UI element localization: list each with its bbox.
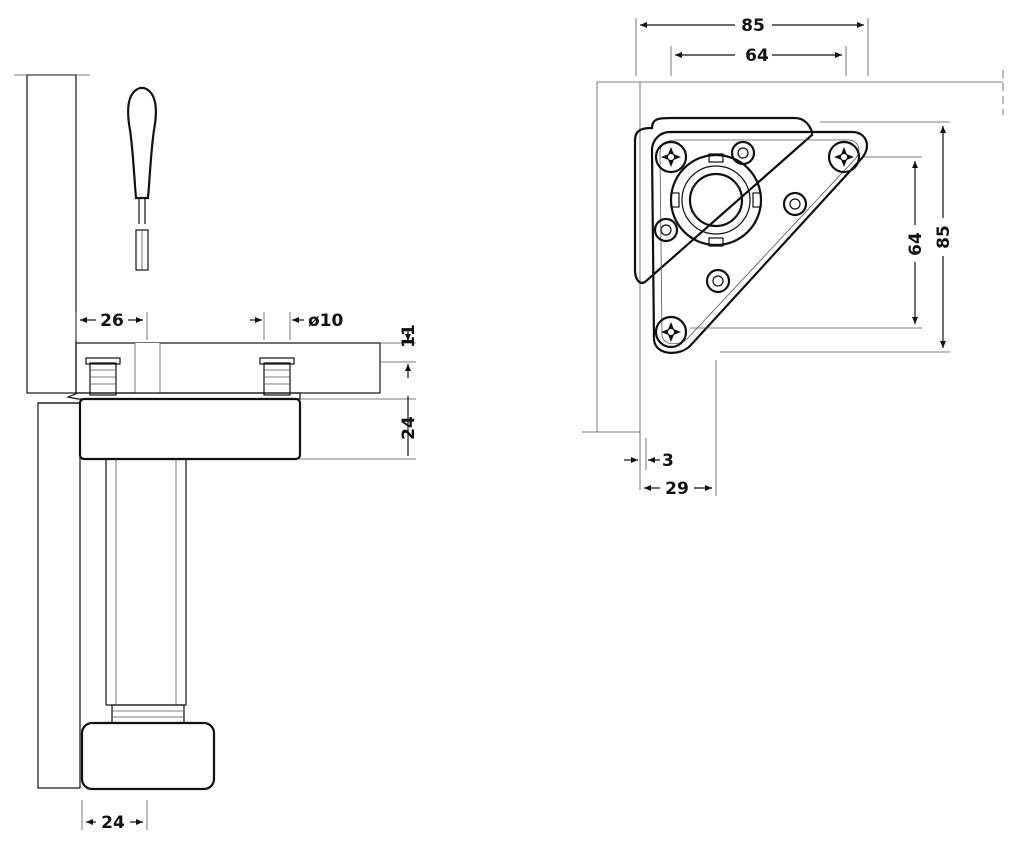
dim-plate-thickness: 11 [399, 324, 419, 348]
top-view: 85 64 64 85 3 29 [582, 16, 1004, 499]
dim-edge-gap: 3 [662, 451, 674, 471]
fixing-point [827, 140, 861, 174]
screw-left [85, 357, 121, 396]
triangular-bracket [650, 130, 869, 354]
leg-tube [105, 458, 187, 706]
fixing-point [654, 140, 688, 174]
dim-hole-height: 64 [906, 232, 926, 256]
screw-hole [653, 217, 679, 243]
dim-edge-offset: 29 [665, 479, 689, 499]
screw-hole [705, 268, 731, 294]
screw-hole [730, 140, 756, 166]
dim-foot-offset: 24 [101, 813, 125, 833]
screw-hole [782, 191, 808, 217]
center-hub [669, 153, 763, 247]
dim-overall-width: 85 [741, 16, 765, 36]
dim-overall-height: 85 [934, 225, 954, 249]
fixing-point [654, 315, 688, 349]
dim-base-height: 24 [399, 416, 419, 440]
mounting-plate [65, 392, 301, 400]
dim-hole-diameter: ø10 [308, 311, 344, 331]
leveling-foot [80, 721, 216, 791]
lower-side-panel [37, 402, 81, 789]
corner-backing [633, 116, 814, 284]
screw-right [259, 357, 295, 396]
bottom-panel [75, 342, 381, 394]
side-view: 26 ø10 11 24 24 [14, 74, 419, 833]
upper-wall-panel [26, 74, 77, 394]
ribbed-base [78, 397, 302, 461]
dim-top-offset: 26 [100, 311, 124, 331]
dim-hole-width: 64 [745, 46, 769, 66]
screwdriver-icon [127, 86, 157, 271]
